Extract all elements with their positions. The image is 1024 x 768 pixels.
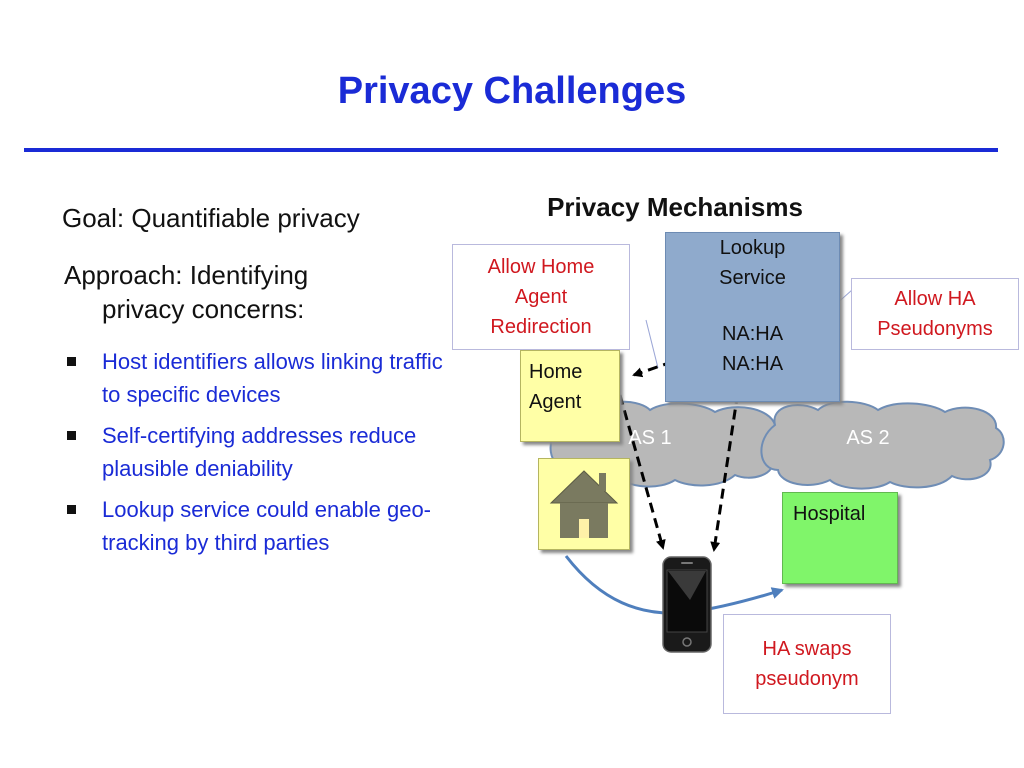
bullet-square-icon [67,357,76,366]
lookup-title-line-2: Service [719,267,786,289]
bullet-square-icon [67,505,76,514]
bullet-text: Host identifiers allows linking traffic … [102,349,443,407]
home-agent-box: Home Agent [520,350,620,442]
home-box [538,458,630,550]
list-item: Host identifiers allows linking traffic … [64,345,454,411]
bullet-text: Lookup service could enable geo-tracking… [102,497,432,555]
home-agent-label-line-1: Home [529,361,583,383]
approach-text: Approach: Identifying privacy concerns: [64,258,404,326]
home-agent-label-line-2: Agent [529,391,582,413]
lookup-entry: NA:HA [721,353,784,375]
list-item: Self-certifying addresses reduce plausib… [64,419,454,485]
lookup-service-box: Lookup Service NA:HA NA:HA [665,232,840,402]
hospital-box: Hospital [782,492,898,584]
lookup-to-phone-arrow [710,377,742,552]
callout-connector [645,319,659,369]
slide-title: Privacy Challenges [337,70,687,112]
lookup-entry: NA:HA [721,323,784,345]
callout-redirection: Allow Home Agent Redirection [452,244,630,350]
bullet-square-icon [67,431,76,440]
as1-label: AS 1 [628,427,672,449]
diagram-title: Privacy Mechanisms [547,192,803,222]
approach-line-2: privacy concerns: [102,294,305,324]
as2-cloud-icon [760,400,1005,490]
lookup-title-line-1: Lookup [719,237,786,259]
list-item: Lookup service could enable geo-tracking… [64,493,454,559]
approach-line-1: Approach: Identifying [64,260,309,290]
smartphone-icon [662,556,712,653]
as2-label: AS 2 [846,427,890,449]
callout-pseudonyms: Allow HA Pseudonyms [851,278,1019,350]
house-icon [549,470,619,538]
callout-swap: HA swaps pseudonym [723,614,891,714]
bullet-text: Self-certifying addresses reduce plausib… [102,423,417,481]
concerns-list: Host identifiers allows linking traffic … [64,345,454,567]
title-divider [24,148,998,152]
home-agent-to-phone-arrow [618,394,666,550]
goal-text: Goal: Quantifiable privacy [62,203,360,233]
